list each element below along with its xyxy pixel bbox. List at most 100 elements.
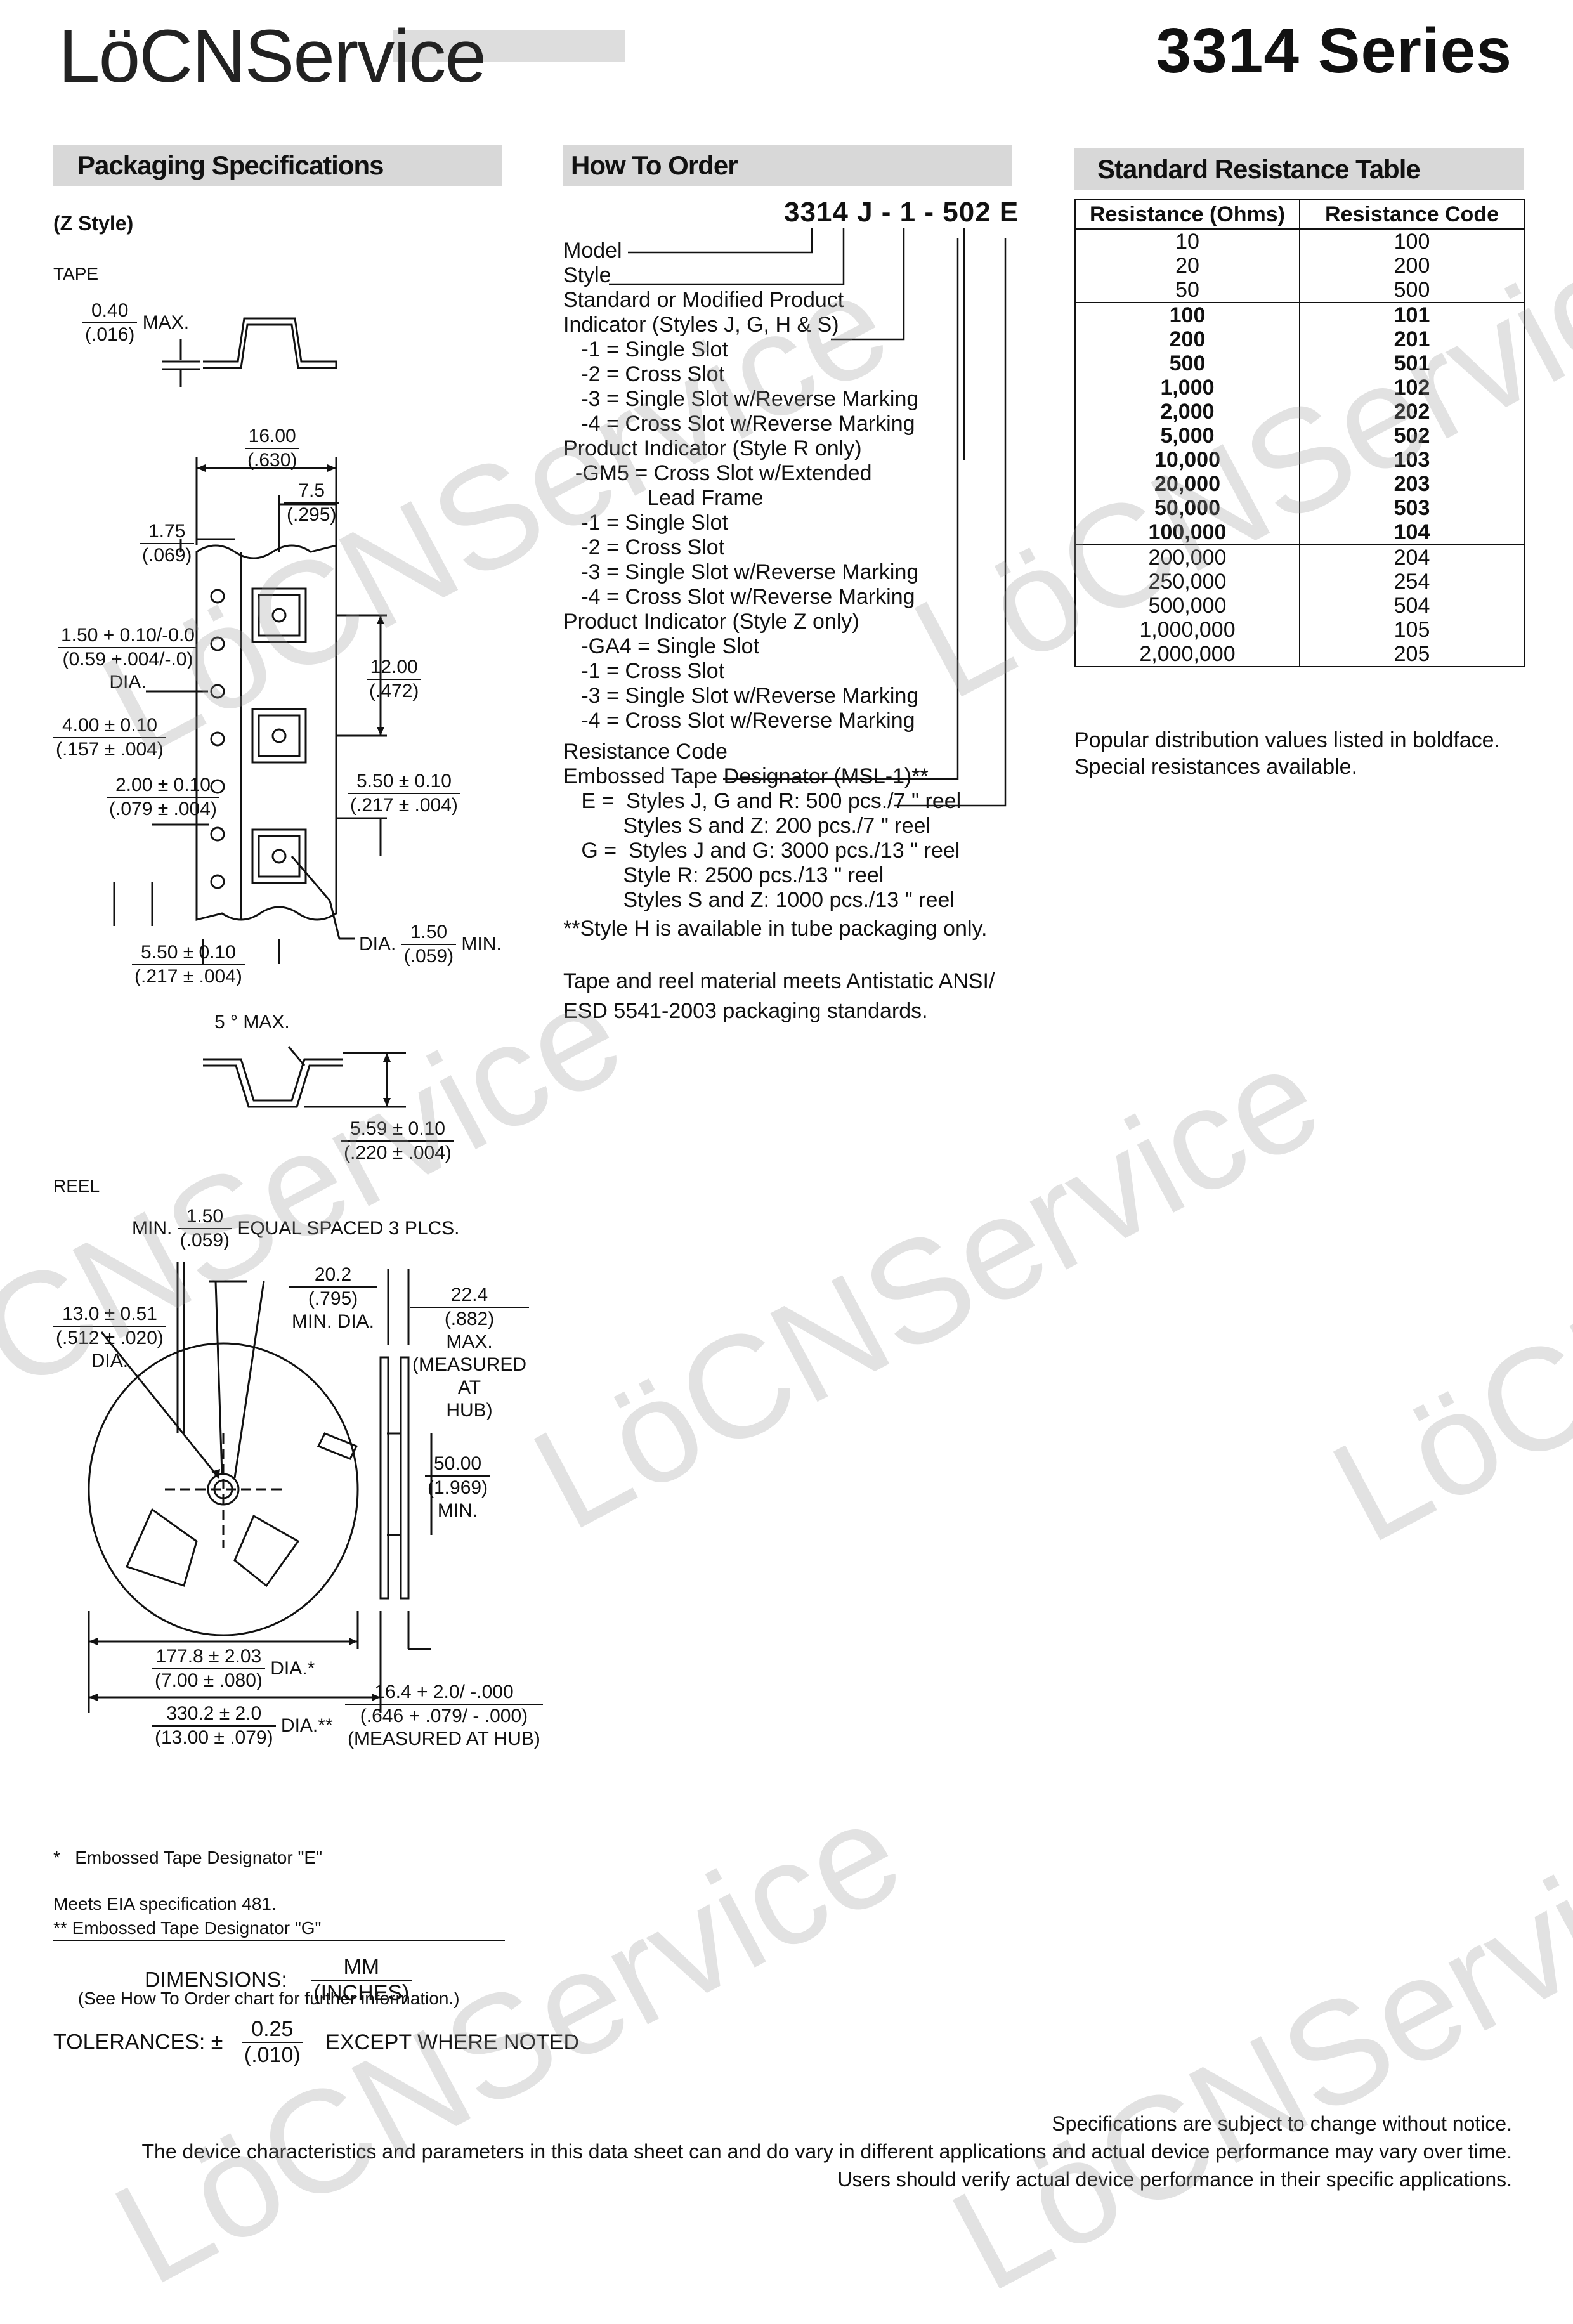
order-line: G = Styles J and G: 3000 pcs./13 " reel (563, 839, 960, 863)
order-line: Style R: 2500 pcs./13 " reel (563, 863, 884, 887)
dim-hole: 1.50 + 0.10/-0.0(0.59 +.004/-.0)DIA. (58, 624, 197, 694)
cell-code: 204 (1299, 544, 1525, 570)
cell-code: 504 (1299, 594, 1525, 618)
dim-sprocket-spacing: 4.00 ± 0.10(.157 ± .004) (53, 714, 166, 761)
dim-angle: 5 ° MAX. (214, 1012, 290, 1033)
order-line: -4 = Cross Slot w/Reverse Marking (563, 708, 915, 733)
cell-ohms: 50 (1074, 278, 1300, 303)
order-list: Model Style Standard or Modified Product… (563, 238, 995, 1024)
reel-dim-bore: 13.0 ± 0.51(.512 ± .020)DIA. (53, 1303, 166, 1373)
dim-bottom: 5.50 ± 0.10(.217 ± .004) (132, 941, 245, 988)
resistance-notes: Popular distribution values listed in bo… (1074, 727, 1500, 780)
order-line: -4 = Cross Slot w/Reverse Marking (563, 412, 915, 436)
order-code: 3314 J - 1 - 502 E (784, 197, 1019, 228)
cell-ohms: 1,000 (1074, 375, 1300, 400)
watermark: LöCNService (508, 1013, 1344, 1561)
tolerances-legend: TOLERANCES: ± 0.25(.010) EXCEPT WHERE NO… (53, 2017, 580, 2067)
cell-ohms: 20,000 (1074, 472, 1300, 496)
cell-code: 203 (1299, 472, 1525, 496)
order-line: -GA4 = Single Slot (563, 634, 759, 658)
order-line: E = Styles J, G and R: 500 pcs./7 " reel (563, 789, 962, 813)
cell-ohms: 5,000 (1074, 424, 1300, 448)
cell-code: 104 (1299, 520, 1525, 545)
order-line: -3 = Single Slot w/Reverse Marking (563, 387, 919, 411)
packaging-notes: * Embossed Tape Designator "E" ** Emboss… (53, 1799, 460, 2034)
cell-code: 201 (1299, 327, 1525, 351)
order-header: How To Order (563, 145, 1012, 186)
footer-line: Specifications are subject to change wit… (1052, 2112, 1512, 2135)
dim-max-thickness: 0.40(.016) MAX. (82, 299, 189, 346)
order-line: -4 = Cross Slot w/Reverse Marking (563, 585, 915, 609)
order-line: -3 = Single Slot w/Reverse Marking (563, 684, 919, 708)
dim-depth: 5.59 ± 0.10(.220 ± .004) (341, 1118, 454, 1165)
order-line: Lead Frame (563, 486, 764, 510)
cell-ohms: 2,000 (1074, 400, 1300, 424)
reel-dim-width: 16.4 + 2.0/ -.000(.646 + .079/ - .000)(M… (345, 1681, 543, 1751)
cell-code: 502 (1299, 424, 1525, 448)
cell-ohms: 100 (1074, 302, 1300, 327)
reel-drawing (88, 1262, 433, 1713)
order-line: -1 = Cross Slot (563, 659, 725, 683)
cell-ohms: 500,000 (1074, 594, 1300, 618)
col-header-ohms: Resistance (Ohms) (1074, 199, 1300, 230)
order-line-resistance-code: Resistance Code (563, 740, 728, 764)
cell-ohms: 2,000,000 (1074, 642, 1300, 667)
order-line: Styles S and Z: 200 pcs./7 " reel (563, 814, 930, 838)
note-g: ** Embossed Tape Designator "G" (53, 1918, 322, 1938)
dim-edge: 1.75(.069) (140, 520, 195, 567)
order-line-model: Model (563, 238, 622, 263)
order-line: -GM5 = Cross Slot w/Extended (563, 461, 872, 485)
z-style-label: (Z Style) (53, 212, 134, 235)
dim-width: 12.00(.472) (367, 656, 422, 703)
order-line: Indicator (Styles J, G, H & S) (563, 313, 839, 337)
reel-dim-min: MIN. 1.50(.059) EQUAL SPACED 3 PLCS. (132, 1206, 460, 1251)
cell-ohms: 250,000 (1074, 570, 1300, 594)
dim-pitch: 16.00(.630) (245, 425, 300, 472)
cell-ohms: 10 (1074, 229, 1300, 254)
dim-half-pitch: 7.5(.295) (284, 480, 339, 526)
dim-pocket-hole: DIA. 1.50(.059) MIN. (359, 922, 502, 967)
reel-dim-hub: 20.2(.795)MIN. DIA. (289, 1263, 377, 1333)
divider (53, 1940, 505, 1941)
reel-dim-7in: 177.8 ± 2.03(7.00 ± .080) DIA.* (152, 1645, 315, 1692)
cell-code: 105 (1299, 618, 1525, 642)
order-line: Product Indicator (Style R only) (563, 436, 862, 460)
reel-label: REEL (53, 1176, 100, 1196)
cell-code: 501 (1299, 351, 1525, 375)
order-leader-lines (609, 228, 1007, 807)
dim-pocket-pitch: 5.50 ± 0.10(.217 ± .004) (348, 770, 460, 817)
cell-code: 103 (1299, 448, 1525, 472)
cell-ohms: 200 (1074, 327, 1300, 351)
note-e: * Embossed Tape Designator "E" (53, 1848, 323, 1867)
order-line: Styles S and Z: 1000 pcs./13 " reel (563, 888, 955, 912)
eia-note: Meets EIA specification 481. (53, 1894, 277, 1914)
order-line: -2 = Cross Slot (563, 535, 725, 559)
tape-label: TAPE (53, 264, 99, 284)
cell-code: 500 (1299, 278, 1525, 303)
footer: Specifications are subject to change wit… (141, 2110, 1512, 2193)
cell-code: 100 (1299, 229, 1525, 254)
order-line: -3 = Single Slot w/Reverse Marking (563, 560, 919, 584)
reel-dim-13in: 330.2 ± 2.0(13.00 ± .079) DIA.** (152, 1702, 333, 1749)
cell-code: 254 (1299, 570, 1525, 594)
order-line-style: Style (563, 263, 611, 287)
cell-ohms: 500 (1074, 351, 1300, 375)
dimensions-legend: DIMENSIONS: MM(INCHES) (145, 1955, 412, 2006)
watermark: LöCNService (927, 1774, 1573, 2322)
order-line: Product Indicator (Style Z only) (563, 610, 859, 634)
packaging-header: Packaging Specifications (53, 145, 502, 186)
